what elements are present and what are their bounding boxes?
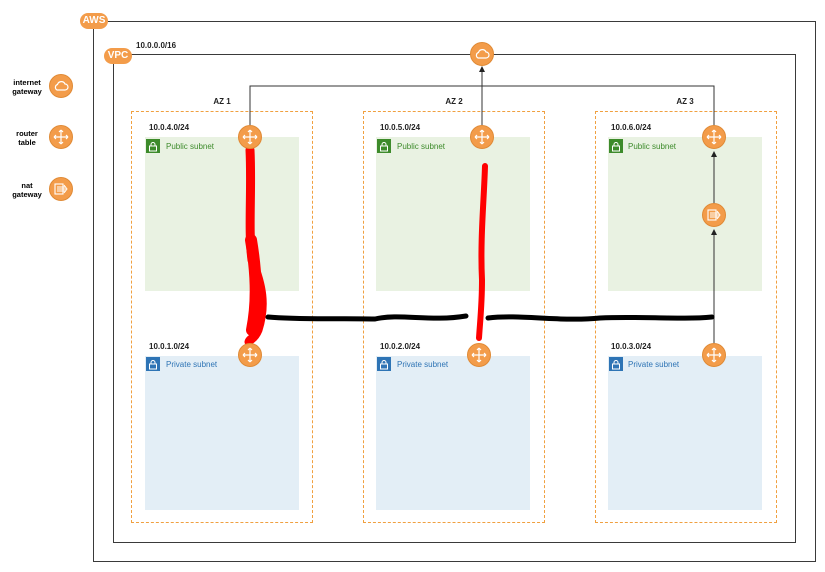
az-1-public-subnet	[145, 137, 299, 291]
az-1-public-subnet-label: Public subnet	[166, 142, 215, 151]
router-arrows-icon	[702, 343, 726, 367]
router-arrows-icon	[702, 125, 726, 149]
cloud-icon	[470, 42, 494, 66]
lock-icon	[377, 357, 391, 371]
az-3-public-subnet	[608, 137, 762, 291]
az-1-private-subnet-label: Private subnet	[166, 360, 218, 369]
router-arrows-icon	[238, 343, 262, 367]
az-3-private-subnet	[608, 356, 762, 510]
az-2-public-subnet	[376, 137, 530, 291]
az-2-private-subnet	[376, 356, 530, 510]
legend-internet-gateway-label: internet gateway	[12, 78, 42, 96]
az-3-public-subnet-label: Public subnet	[628, 142, 677, 151]
az-1-private-cidr: 10.0.1.0/24	[149, 342, 190, 351]
legend-router-table-label: router table	[16, 129, 38, 147]
cloud-icon	[49, 74, 73, 98]
vpc-boundary	[113, 54, 796, 543]
red-annotation-az1-fill	[245, 234, 262, 336]
red-annotation-az2	[476, 163, 488, 341]
lock-icon	[609, 139, 623, 153]
vpc-cidr: 10.0.0.0/16	[136, 41, 177, 50]
az-3-public-cidr: 10.0.6.0/24	[611, 123, 652, 132]
lock-icon	[146, 357, 160, 371]
vpc-badge: VPC	[104, 48, 132, 64]
router-arrows-icon	[467, 343, 491, 367]
aws-cloud-boundary	[93, 21, 816, 562]
lock-icon	[146, 139, 160, 153]
router-arrows-icon	[49, 125, 73, 149]
lock-icon	[609, 357, 623, 371]
router-arrows-icon	[238, 125, 262, 149]
nat-gateway-icon	[49, 177, 73, 201]
black-annotation-line	[265, 313, 715, 322]
nat-gateway-icon	[702, 203, 726, 227]
az-3-private-subnet-label: Private subnet	[628, 360, 680, 369]
az-2-public-subnet-label: Public subnet	[397, 142, 446, 151]
router-arrows-icon	[470, 125, 494, 149]
az-1-public-cidr: 10.0.4.0/24	[149, 123, 190, 132]
lock-icon	[377, 139, 391, 153]
aws-badge: AWS	[80, 13, 108, 29]
az-3-private-cidr: 10.0.3.0/24	[611, 342, 652, 351]
az-2-private-subnet-label: Private subnet	[397, 360, 449, 369]
az-1-private-subnet	[145, 356, 299, 510]
legend-nat-gateway-label: nat gateway	[12, 181, 42, 199]
az-3-label: AZ 3	[676, 97, 694, 106]
az-1-label: AZ 1	[213, 97, 231, 106]
az-2-public-cidr: 10.0.5.0/24	[380, 123, 421, 132]
az-2-label: AZ 2	[445, 97, 463, 106]
az-2-private-cidr: 10.0.2.0/24	[380, 342, 421, 351]
